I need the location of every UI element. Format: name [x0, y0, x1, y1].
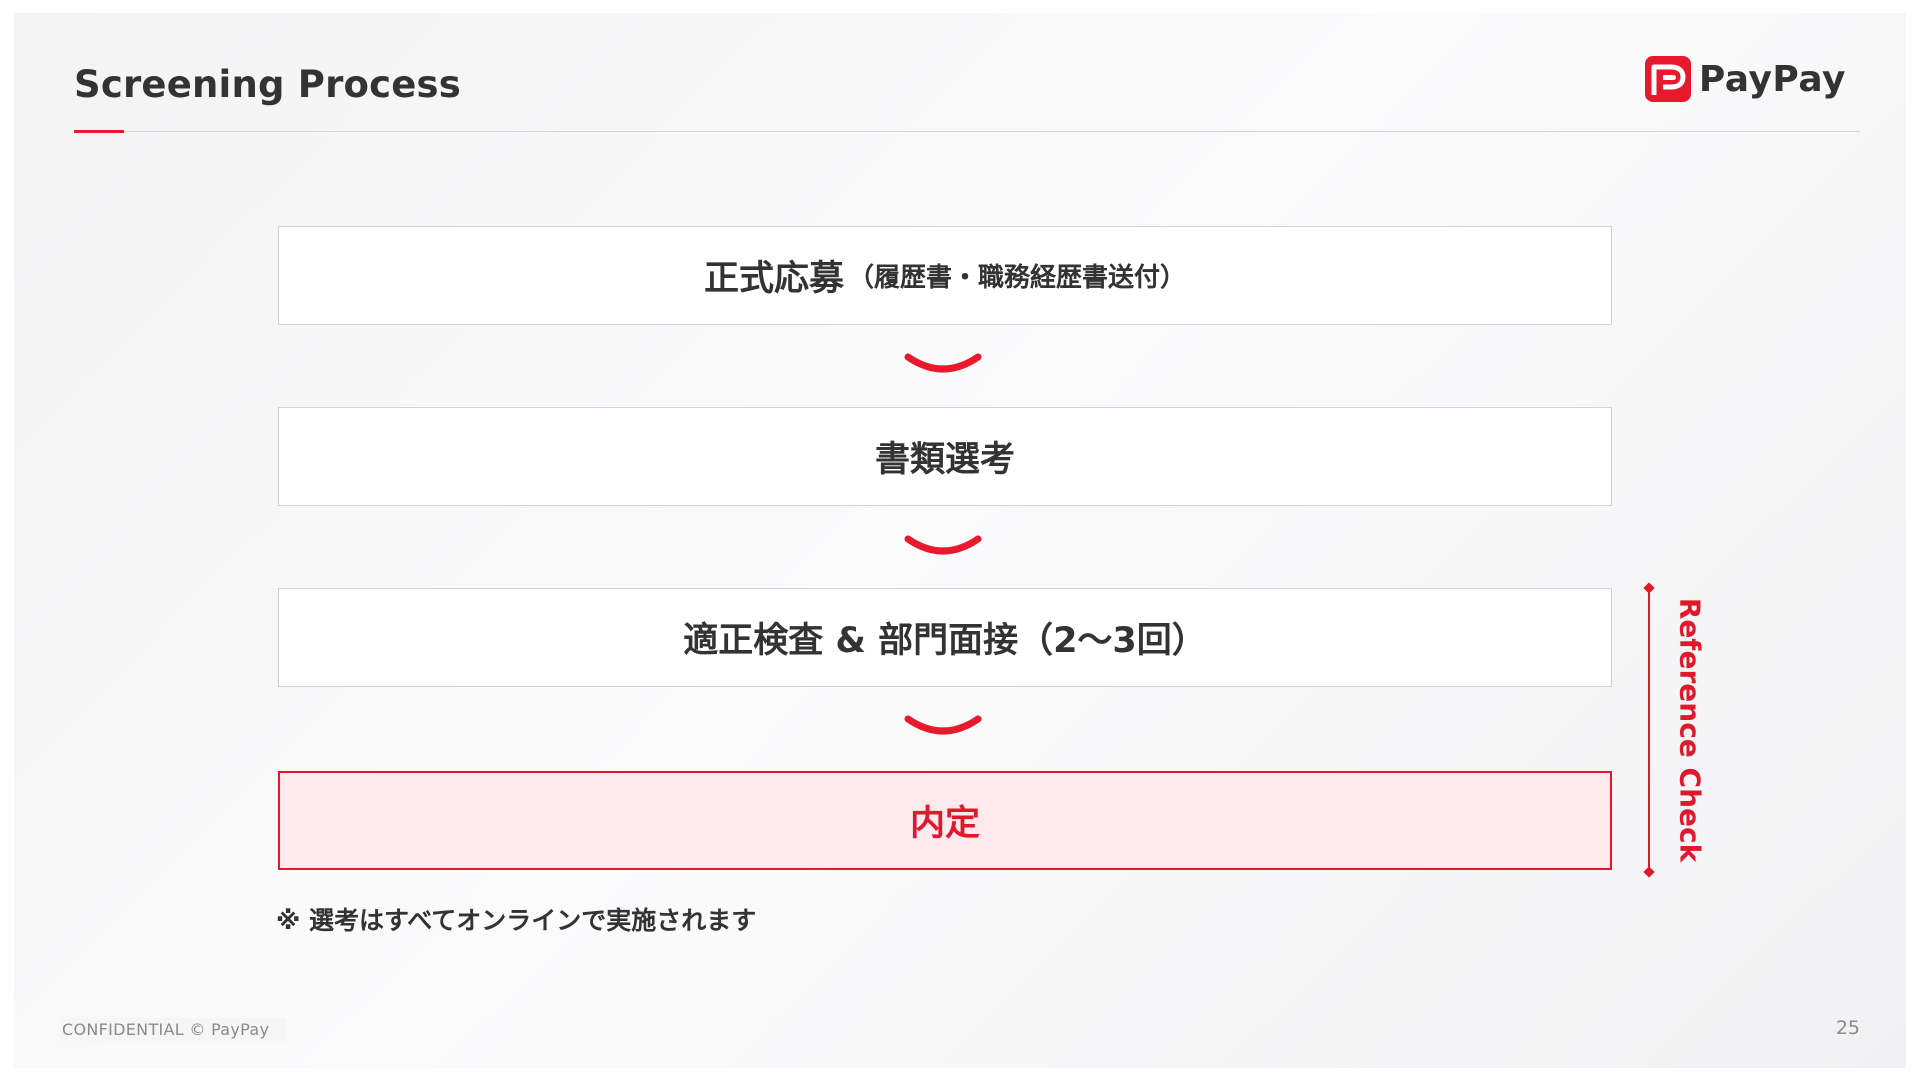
brand-name: PayPay — [1698, 58, 1846, 100]
reference-check-label: Reference Check — [1673, 597, 1707, 863]
step-offer-label: 内定 — [909, 804, 980, 844]
brand-logo: PayPay — [1644, 56, 1846, 102]
chevron-down-icon — [904, 535, 982, 555]
step-application-label: 正式応募 — [703, 259, 844, 299]
step-document-screening-label: 書類選考 — [874, 440, 1015, 480]
reference-check-bracket — [1648, 588, 1650, 872]
page-title: Screening Process — [74, 63, 462, 106]
step-offer: 内定 — [278, 771, 1612, 870]
step-aptitude-interview-label: 適正検査 & 部門面接（2〜3回） — [683, 621, 1207, 661]
slide: Screening Process PayPay 正式応募（履歴書・職務経歴書送… — [14, 13, 1906, 1068]
step-application: 正式応募（履歴書・職務経歴書送付） — [278, 226, 1612, 325]
page-number: 25 — [1835, 1017, 1860, 1039]
online-note: ※ 選考はすべてオンラインで実施されます — [276, 906, 757, 935]
paypay-logo-icon — [1644, 56, 1691, 102]
chevron-down-icon — [904, 353, 982, 373]
confidential-footer: CONFIDENTIAL © PayPay — [60, 1018, 288, 1041]
step-document-screening: 書類選考 — [278, 407, 1612, 506]
chevron-down-icon — [904, 715, 982, 735]
title-divider — [74, 131, 1860, 132]
step-aptitude-interview: 適正検査 & 部門面接（2〜3回） — [278, 588, 1612, 687]
step-application-sub: （履歴書・職務経歴書送付） — [848, 263, 1187, 293]
title-accent-bar — [74, 130, 124, 133]
